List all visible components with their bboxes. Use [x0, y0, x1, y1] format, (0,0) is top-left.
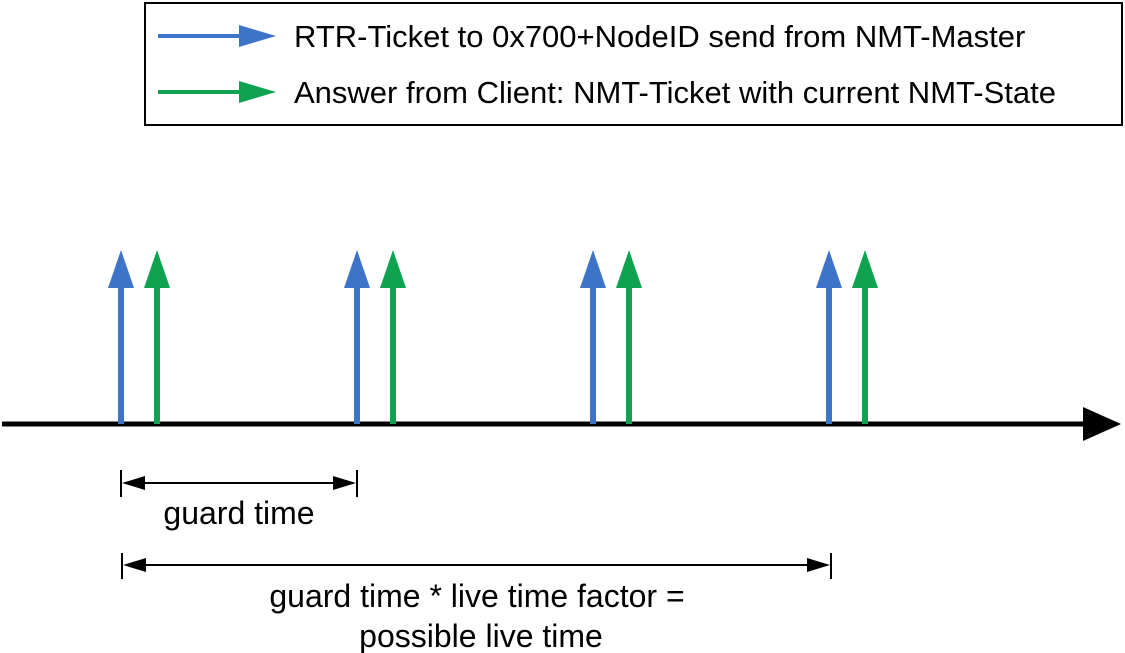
rtr-ticket-arrow: [344, 250, 370, 424]
answer-arrow: [616, 250, 642, 424]
time-axis-arrowhead-icon: [1083, 407, 1121, 441]
blue-right-arrow-icon: [158, 25, 276, 47]
right-arrowhead-icon: [333, 476, 356, 490]
legend-item-rtr-ticket: RTR-Ticket to 0x700+NodeID send from NMT…: [146, 18, 1121, 54]
left-arrowhead-icon: [122, 476, 145, 490]
green-right-arrow-icon: [158, 81, 276, 103]
live-time-label-line1: guard time * live time factor =: [269, 578, 684, 614]
answer-arrow: [852, 250, 878, 424]
guard-time-span-arrow: [120, 470, 358, 497]
legend-box: RTR-Ticket to 0x700+NodeID send from NMT…: [144, 2, 1123, 126]
live-time-label-line2: possible live time: [359, 618, 603, 653]
rtr-ticket-arrow: [108, 250, 134, 424]
rtr-ticket-arrow: [580, 250, 606, 424]
time-axis: [2, 407, 1121, 441]
right-arrowhead-icon: [807, 558, 830, 572]
rtr-ticket-arrow: [816, 250, 842, 424]
left-arrowhead-icon: [123, 558, 146, 572]
live-time-span-arrow: [121, 553, 832, 579]
legend-label-rtr-ticket: RTR-Ticket to 0x700+NodeID send from NMT…: [294, 18, 1026, 54]
answer-arrow: [380, 250, 406, 424]
answer-arrow: [144, 250, 170, 424]
legend-label-answer: Answer from Client: NMT-Ticket with curr…: [294, 74, 1056, 110]
guard-time-label: guard time: [163, 495, 314, 531]
legend-item-answer: Answer from Client: NMT-Ticket with curr…: [146, 74, 1121, 110]
